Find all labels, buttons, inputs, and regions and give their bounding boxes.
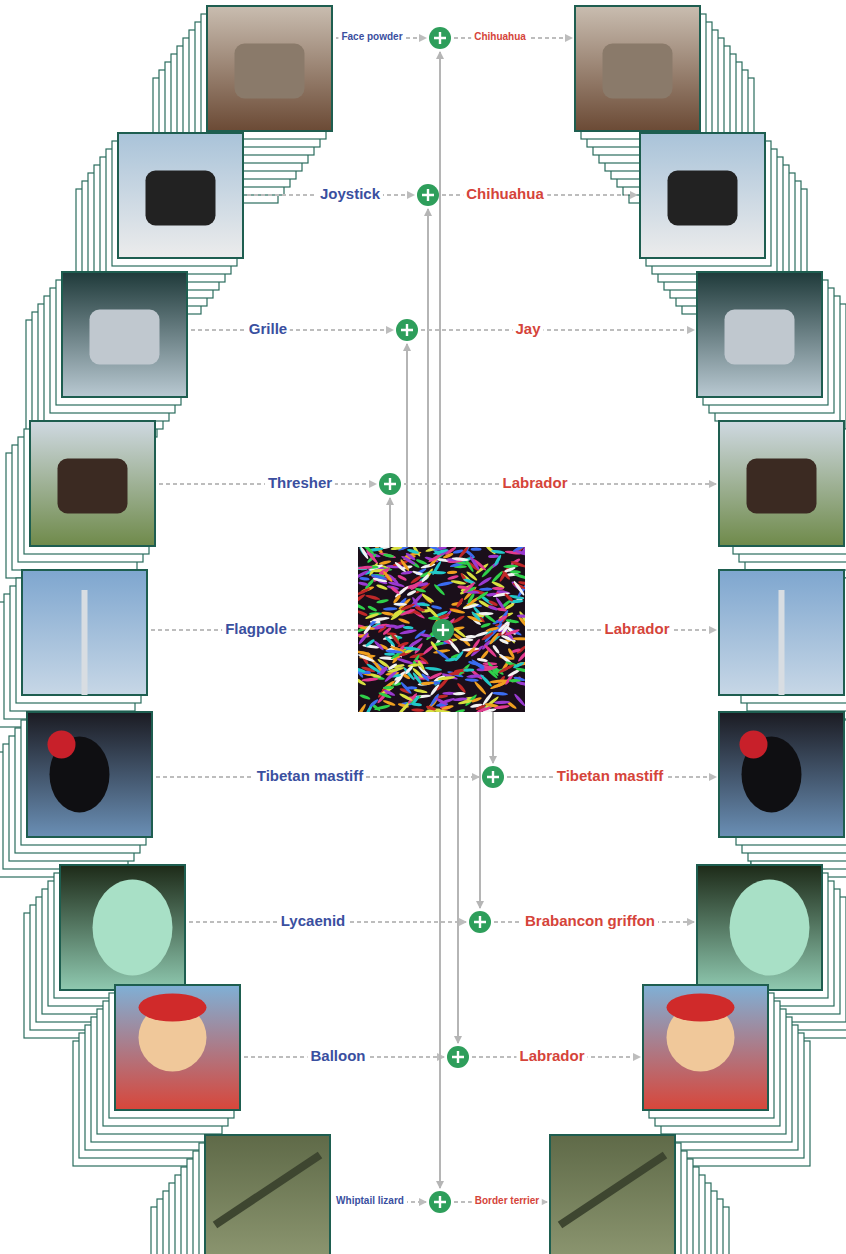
perturbation-arrow <box>427 209 429 547</box>
perturbation-arrow <box>457 712 459 1043</box>
add-symbol <box>429 1191 451 1213</box>
input-image <box>550 1135 675 1254</box>
predicted-class-label: Jay <box>512 320 543 337</box>
add-symbol <box>429 27 451 49</box>
input-image <box>697 272 822 397</box>
true-class-label: Balloon <box>308 1047 369 1064</box>
input-image <box>205 1135 330 1254</box>
perturbation-arrow <box>439 712 441 1188</box>
add-symbol <box>379 473 401 495</box>
predicted-class-label: Chihuahua <box>471 31 529 43</box>
true-class-label: Tibetan mastiff <box>254 767 366 784</box>
input-image <box>719 712 844 837</box>
true-class-label: Flagpole <box>222 620 290 637</box>
add-symbol <box>482 766 504 788</box>
input-image <box>719 570 844 695</box>
input-image <box>62 272 187 397</box>
input-image <box>30 421 155 546</box>
input-image <box>118 133 243 258</box>
input-image <box>115 985 240 1110</box>
perturbation-arrow <box>479 712 481 908</box>
input-image <box>27 712 152 837</box>
perturbation-arrow <box>389 498 391 547</box>
predicted-class-label: Labrador <box>516 1047 587 1064</box>
predicted-class-label: Labrador <box>499 474 570 491</box>
dashed-arrow <box>191 329 393 331</box>
predicted-class-label: Labrador <box>601 620 672 637</box>
input-image <box>22 570 147 695</box>
add-symbol <box>469 911 491 933</box>
add-symbol <box>432 619 454 641</box>
predicted-class-label: Border terrier <box>472 1195 542 1207</box>
perturbation-arrow <box>492 712 494 763</box>
input-image <box>643 985 768 1110</box>
perturbation-image <box>358 547 525 712</box>
true-class-label: Lycaenid <box>278 912 348 929</box>
true-class-label: Grille <box>246 320 290 337</box>
true-class-label: Whiptail lizard <box>333 1195 407 1207</box>
input-image <box>207 6 332 131</box>
add-symbol <box>396 319 418 341</box>
predicted-class-label: Brabancon griffon <box>522 912 658 929</box>
dashed-arrow <box>421 329 694 331</box>
true-class-label: Joystick <box>317 185 383 202</box>
predicted-class-label: Tibetan mastiff <box>554 767 666 784</box>
input-image <box>719 421 844 546</box>
add-symbol <box>447 1046 469 1068</box>
input-image <box>697 865 822 990</box>
perturbation-arrow <box>439 52 441 547</box>
input-image <box>60 865 185 990</box>
true-class-label: Thresher <box>265 474 335 491</box>
input-image <box>640 133 765 258</box>
perturbation-arrow <box>406 344 408 547</box>
predicted-class-label: Chihuahua <box>463 185 547 202</box>
add-symbol <box>417 184 439 206</box>
true-class-label: Face powder <box>338 31 405 43</box>
input-image <box>575 6 700 131</box>
